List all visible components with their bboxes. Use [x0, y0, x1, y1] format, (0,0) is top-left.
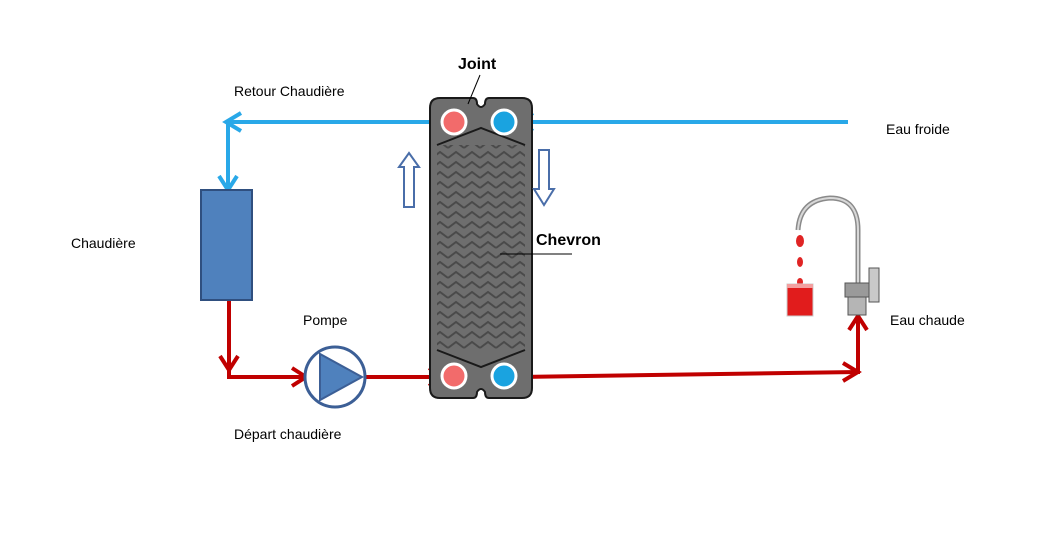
port-cold-bottom — [490, 362, 518, 390]
faucet-icon — [795, 195, 880, 316]
flow-down-arrow-icon — [532, 149, 556, 207]
chevron-field — [437, 145, 525, 350]
plate-heat-exchanger — [429, 97, 533, 399]
cold-circuit — [217, 111, 848, 194]
label-chevron: Chevron — [536, 232, 601, 249]
label-chaudiere: Chaudière — [71, 235, 136, 251]
port-cold-top — [490, 108, 518, 136]
port-hot-top — [440, 108, 468, 136]
hot-up-arrowhead — [847, 312, 869, 332]
label-joint: Joint — [458, 56, 497, 73]
label-eau-chaude: Eau chaude — [890, 312, 965, 328]
label-eau-froide: Eau froide — [886, 121, 950, 137]
flow-up-arrow-icon — [397, 151, 421, 208]
boiler-block — [200, 189, 253, 301]
boiler-down-arrowhead — [218, 354, 240, 374]
pump-icon — [303, 345, 367, 409]
label-pompe: Pompe — [303, 312, 348, 328]
label-retour-chaudiere: Retour Chaudière — [234, 83, 345, 99]
glass-icon — [786, 283, 814, 317]
label-depart-chaudiere: Départ chaudière — [234, 426, 342, 442]
water-drops-icon — [796, 235, 804, 286]
port-hot-bottom — [440, 362, 468, 390]
hot-outlet-line — [517, 370, 859, 379]
joint-leader-line — [467, 74, 481, 105]
